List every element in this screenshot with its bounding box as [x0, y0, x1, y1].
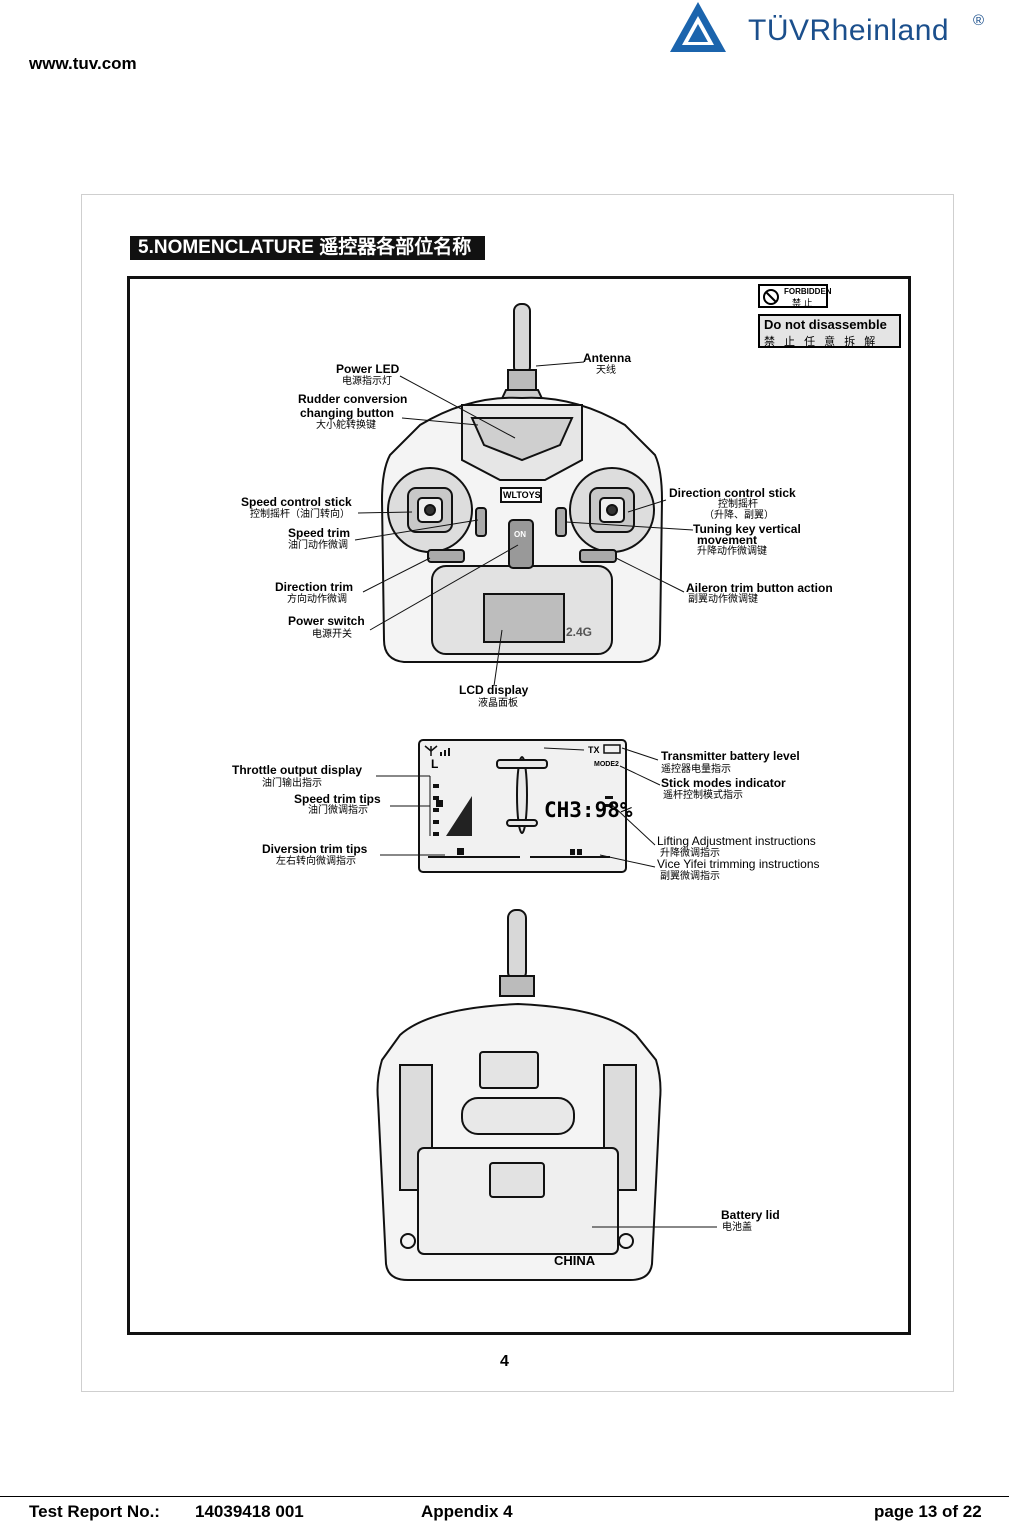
- label-diversion-trim-tips-zh: 左右转向微调指示: [276, 856, 356, 867]
- forbidden-en: FORBIDDEN: [784, 287, 832, 296]
- label-stick-modes-zh: 遥杆控制模式指示: [663, 790, 743, 801]
- direction-trim-key: [427, 549, 465, 563]
- nomenclature-panel: [127, 276, 911, 1335]
- lcd-tx: TX: [588, 745, 600, 755]
- label-lcd-display-zh: 液晶面板: [478, 698, 518, 709]
- tuv-triangle-icon: [670, 2, 726, 52]
- label-throttle-output-zh: 油门输出指示: [262, 778, 322, 789]
- report-number: 14039418 001: [195, 1502, 304, 1521]
- label-battery-lid: Battery lid: [721, 1208, 780, 1222]
- label-speed-control-stick-zh: 控制摇杆（油门转向）: [250, 509, 350, 520]
- antenna-drawing: [497, 303, 547, 406]
- notice-zh: 禁 止 任 意 拆 解: [764, 336, 879, 348]
- label-transmitter-battery-zh: 遥控器电量指示: [661, 764, 731, 775]
- lcd-stick-letter: L: [431, 757, 439, 771]
- label-rudder-conversion-zh: 大小舵转换键: [316, 420, 376, 431]
- do-not-disassemble-notice: Do not disassemble 禁 止 任 意 拆 解: [758, 314, 901, 348]
- label-lifting-adjustment-zh: 升降微调指示: [660, 848, 720, 859]
- label-aileron-trim-zh: 副翼动作微调键: [688, 594, 758, 605]
- forbidden-sign: FORBIDDEN 禁 止: [758, 284, 832, 308]
- registered-mark: ®: [973, 12, 985, 29]
- label-tuning-key-2: movement: [697, 533, 758, 547]
- trim-scale-bottom: [428, 848, 610, 858]
- on-text: ON: [514, 530, 526, 539]
- lcd-leader-lines: [376, 747, 661, 868]
- lcd-mode: MODE2: [594, 761, 619, 768]
- speed-trim-ramp: [446, 796, 472, 836]
- site-url: www.tuv.com: [29, 54, 137, 73]
- brand-text: WLTOYS: [503, 490, 541, 500]
- label-direction-trim-zh: 方向动作微调: [287, 594, 347, 605]
- signal-bars-icon: [440, 748, 450, 756]
- label-lifting-adjustment: Lifting Adjustment instructions: [657, 834, 816, 848]
- label-rudder-conversion-2: changing button: [300, 406, 394, 420]
- label-transmitter-battery: Transmitter battery level: [661, 749, 800, 763]
- footer-rule: [0, 1496, 1009, 1497]
- aileron-trim-key: [579, 549, 617, 563]
- label-speed-trim: Speed trim: [288, 526, 351, 540]
- label-power-led: Power LED: [336, 362, 400, 376]
- brand-plate: [500, 487, 542, 503]
- left-stick-gimbal: [387, 467, 473, 553]
- label-speed-trim-zh: 油门动作微调: [288, 540, 348, 551]
- origin-text: CHINA: [554, 1253, 596, 1268]
- label-tuning-key-zh: 升降动作微调键: [697, 546, 767, 557]
- power-switch: [508, 519, 534, 569]
- label-lcd-display: LCD display: [459, 683, 529, 697]
- label-power-led-zh: 电源指示灯: [342, 376, 392, 387]
- airplane-icon: [496, 756, 548, 834]
- label-speed-control-stick: Speed control stick: [241, 495, 352, 509]
- tuning-trim-key: [555, 507, 567, 537]
- figure-frame: [81, 194, 954, 1392]
- tuv-rheinland-logo: TÜVRheinland ®: [668, 0, 998, 58]
- trim-scale-right: [605, 796, 613, 807]
- lcd-channel-readout: CH3:98%: [544, 798, 633, 822]
- lcd-detail-drawing: [418, 739, 627, 873]
- label-throttle-output: Throttle output display: [232, 763, 362, 777]
- label-tuning-key: Tuning key vertical: [693, 522, 801, 536]
- label-direction-control-stick: Direction control stick: [669, 486, 796, 500]
- logo-wordmark: TÜVRheinland: [748, 14, 950, 47]
- label-power-switch-zh: 电源开关: [312, 629, 352, 640]
- label-vice-yifei: Vice Yifei trimming instructions: [657, 857, 820, 871]
- forbidden-zh: 禁 止: [792, 298, 813, 308]
- front-leader-lines: [354, 361, 694, 687]
- label-battery-lid-zh: 电池盖: [722, 1222, 752, 1233]
- notice-en: Do not disassemble: [764, 317, 887, 332]
- label-aileron-trim: Aileron trim button action: [686, 581, 833, 595]
- label-direction-control-stick-zh2: （升降、副翼）: [704, 510, 774, 521]
- label-speed-trim-tips: Speed trim tips: [294, 792, 381, 806]
- antenna-signal-icon: [424, 745, 438, 756]
- page-indicator: page 13 of 22: [874, 1502, 982, 1521]
- band-text: 2.4G: [566, 625, 593, 639]
- throttle-bars: [433, 784, 443, 836]
- label-rudder-conversion: Rudder conversion: [298, 392, 408, 406]
- appendix-label: Appendix 4: [421, 1502, 513, 1521]
- no-entry-icon: [763, 289, 779, 305]
- label-antenna-zh: 天线: [596, 365, 616, 376]
- label-diversion-trim-tips: Diversion trim tips: [262, 842, 368, 856]
- label-vice-yifei-zh: 副翼微调指示: [660, 871, 720, 882]
- speed-trim-key: [475, 507, 487, 537]
- label-antenna: Antenna: [583, 351, 631, 365]
- section-heading: 5.NOMENCLATURE 遥控器各部位名称: [130, 236, 485, 260]
- label-power-switch: Power switch: [288, 614, 365, 628]
- report-label: Test Report No.:: [29, 1502, 160, 1521]
- transmitter-back-body: [376, 909, 662, 1281]
- figure-page-number: 4: [500, 1353, 509, 1370]
- right-stick-gimbal: [569, 467, 655, 553]
- label-direction-control-stick-zh: 控制摇杆: [718, 499, 758, 510]
- battery-level-icon: [603, 744, 621, 754]
- label-speed-trim-tips-zh: 油门微调指示: [308, 805, 368, 816]
- label-direction-trim: Direction trim: [275, 580, 354, 594]
- label-stick-modes: Stick modes indicator: [661, 776, 786, 790]
